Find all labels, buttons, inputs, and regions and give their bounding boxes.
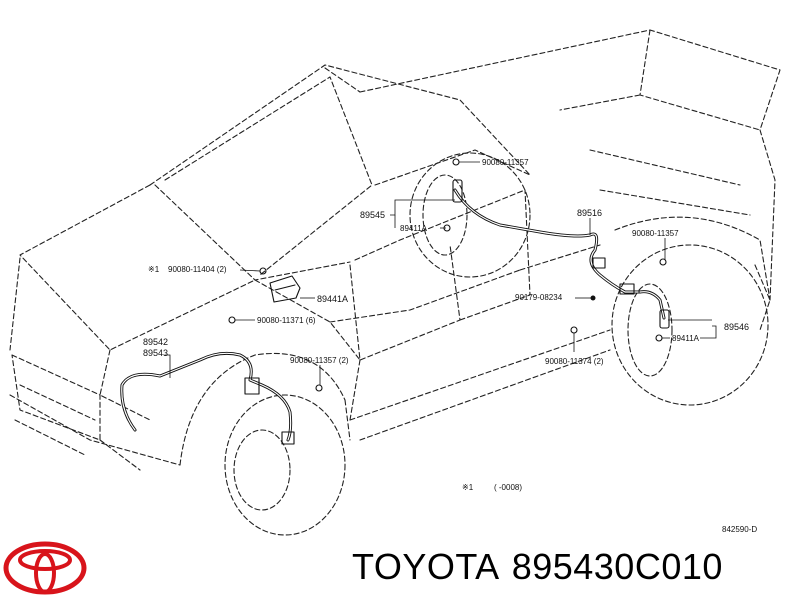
front-harness <box>120 351 295 445</box>
label-sensor-rear: 89545 <box>360 210 385 220</box>
rear-left-wheel <box>409 152 531 278</box>
brand-title: TOYOTA 895430C010 <box>352 546 735 588</box>
part-labels: 90080-11357 89545 89411A 89516 90080-113… <box>143 158 757 534</box>
front-wheel <box>224 394 346 536</box>
label-sensor-front-1: 89542 <box>143 337 168 347</box>
label-sensor-front-2: 89543 <box>143 348 168 358</box>
leader-lines <box>165 161 717 385</box>
label-bolt-rear-right: 90080-11357 <box>632 229 679 238</box>
label-sensor-rear-right: 89546 <box>724 322 749 332</box>
label-bolt-front-wheel: 90080-11357 (2) <box>290 356 349 365</box>
brand-part-number: 895430C010 <box>511 546 723 587</box>
truck-outline <box>9 29 781 471</box>
label-note-marker: ※1 <box>148 265 160 274</box>
footnote-range: ( -0008) <box>494 483 522 492</box>
toyota-logo-icon <box>3 541 87 595</box>
label-ecu-sensor: 89441A <box>317 294 348 304</box>
rear-harness <box>452 179 670 329</box>
rear-right-wheel <box>611 244 769 406</box>
diagram-code: 842590-D <box>722 525 757 534</box>
label-bolt-ecu: 90080-11404 (2) <box>168 265 227 274</box>
label-bolt-harness: 90080-11371 (6) <box>257 316 316 325</box>
label-bolt-rear-lower: 90080-11374 (2) <box>545 357 604 366</box>
label-clamp-harness: 90179-08234 <box>515 293 563 302</box>
ecu-module <box>269 275 301 303</box>
label-bolt-rear-upper: 90080-11357 <box>482 158 529 167</box>
label-harness-rear: 89516 <box>577 208 602 218</box>
label-clip-rear: 89411A <box>400 224 428 233</box>
brand-make: TOYOTA <box>352 546 500 587</box>
footnote-marker: ※1 <box>462 483 474 492</box>
label-clip-rear-right: 89411A <box>672 334 700 343</box>
